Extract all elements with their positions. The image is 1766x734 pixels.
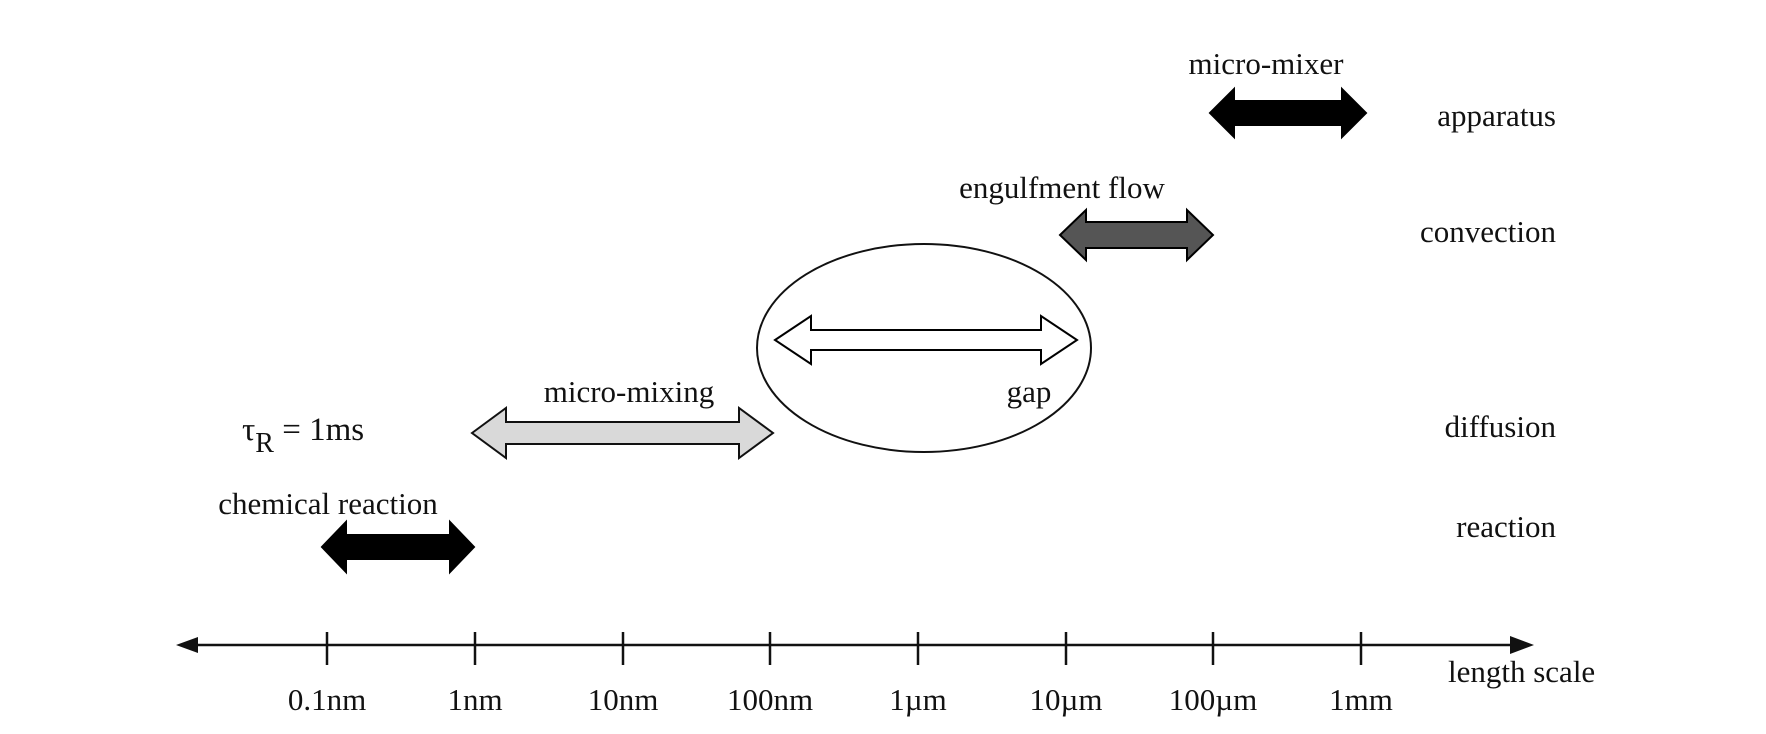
axis-tick-label: 100nm xyxy=(727,682,813,717)
engulfment-flow-label: engulfment flow xyxy=(959,170,1165,205)
axis-tick-label: 1nm xyxy=(447,682,502,717)
gap-label: gap xyxy=(1007,374,1052,409)
chemical-reaction-label: chemical reaction xyxy=(218,486,438,521)
axis-tick-label: 100µm xyxy=(1169,682,1257,717)
axis-ticks: 0.1nm 1nm 10nm 100nm 1µm 10µm 100µm 1mm xyxy=(288,632,1393,717)
process-gap: gap xyxy=(773,314,1079,409)
micro-mixer-label: micro-mixer xyxy=(1189,46,1345,81)
level-label-apparatus: apparatus xyxy=(1437,98,1556,133)
process-engulfment-flow: engulfment flow xyxy=(959,170,1215,263)
axis-label: length scale xyxy=(1448,654,1595,689)
length-axis: 0.1nm 1nm 10nm 100nm 1µm 10µm 100µm 1mm length … xyxy=(176,632,1595,717)
tau-subscript: R xyxy=(255,428,274,459)
level-labels: apparatus convection diffusion reaction xyxy=(1420,98,1557,544)
gap-arrow xyxy=(773,314,1079,366)
micro-mixer-arrow xyxy=(1208,86,1368,140)
tau-symbol: τ xyxy=(242,412,255,448)
level-label-diffusion: diffusion xyxy=(1445,409,1557,444)
axis-tick-label: 10µm xyxy=(1030,682,1103,717)
gap-ellipse xyxy=(756,243,1092,453)
chemical-reaction-arrow xyxy=(320,519,476,575)
axis-right-arrowhead xyxy=(1510,636,1534,654)
axis-tick-label: 10nm xyxy=(588,682,659,717)
axis-left-arrowhead xyxy=(176,637,198,653)
engulfment-flow-arrow xyxy=(1058,207,1215,263)
process-micro-mixer: micro-mixer xyxy=(1189,46,1368,140)
tau-rest: = 1ms xyxy=(274,412,364,448)
micro-mixing-label: micro-mixing xyxy=(544,374,714,409)
micro-mixing-arrow xyxy=(470,406,775,460)
level-label-convection: convection xyxy=(1420,214,1557,249)
level-label-reaction: reaction xyxy=(1456,509,1556,544)
axis-tick-label: 1mm xyxy=(1329,682,1393,717)
axis-tick-label: 1µm xyxy=(889,682,946,717)
axis-tick-label: 0.1nm xyxy=(288,682,366,717)
process-micro-mixing: micro-mixing xyxy=(470,374,775,460)
tau-label: τR = 1ms xyxy=(242,412,364,459)
process-chemical-reaction: chemical reaction xyxy=(218,486,476,575)
